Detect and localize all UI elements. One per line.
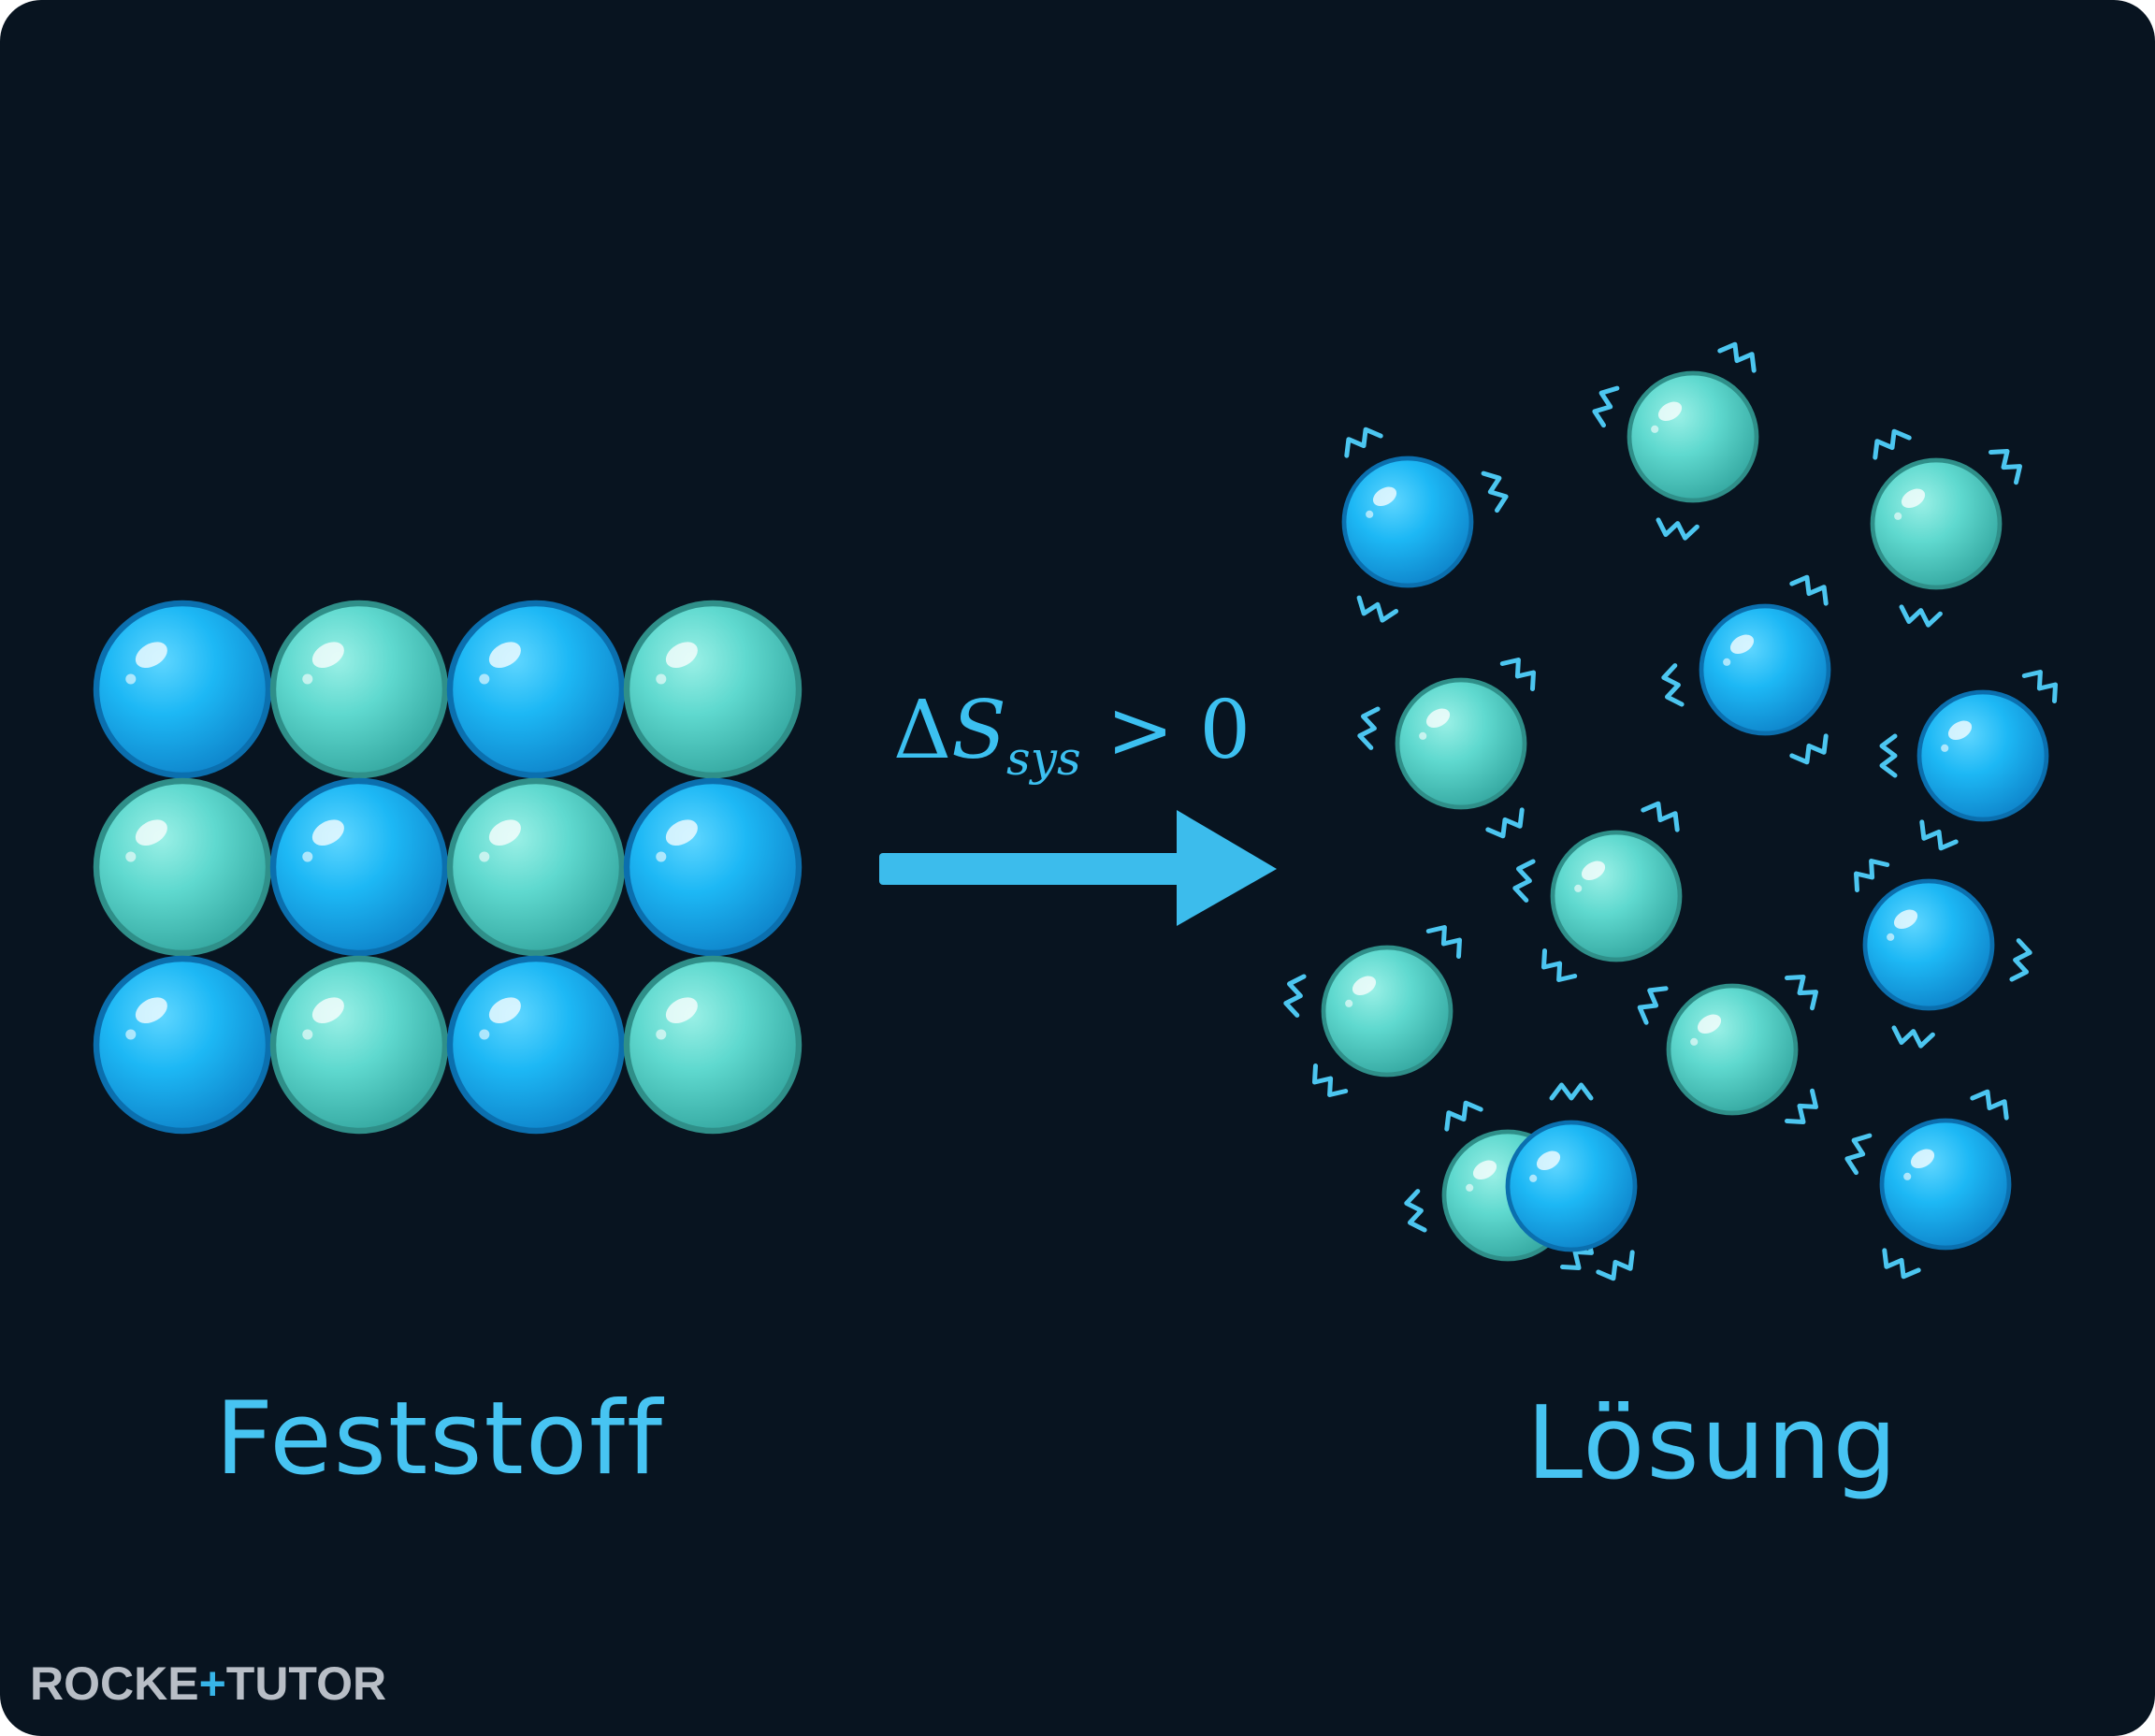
vibration-mark <box>1854 859 1890 892</box>
vibration-mark <box>1789 574 1829 606</box>
solution-particle <box>1505 1082 1638 1281</box>
lattice-particle <box>93 955 272 1135</box>
logo-text-part1: ROCKE <box>30 1657 199 1710</box>
solid-lattice <box>93 600 803 1135</box>
solution-particle <box>1357 658 1536 839</box>
arrow-shaft <box>879 853 1197 885</box>
vibration-mark <box>1879 733 1898 778</box>
vibration-mark <box>1637 986 1669 1025</box>
vibration-mark <box>1344 427 1383 458</box>
vibration-mark <box>1873 428 1912 460</box>
vibration-mark <box>2009 938 2032 982</box>
entropy-variable: S <box>951 684 1007 777</box>
vibration-mark <box>1499 658 1536 691</box>
logo-plus: + <box>198 1657 226 1710</box>
delta-symbol: Δ <box>893 684 952 777</box>
lattice-particle <box>93 600 272 779</box>
vibration-mark <box>1312 1063 1349 1097</box>
vibration-mark <box>1899 604 1943 628</box>
solution-particle <box>1592 341 1759 541</box>
vibration-mark <box>1356 595 1399 623</box>
solution-particles <box>1283 341 2058 1281</box>
solution-particle <box>1661 574 1831 765</box>
vibration-mark <box>1549 1082 1594 1101</box>
vibration-mark <box>1970 1089 2009 1121</box>
vibration-mark <box>1425 925 1462 959</box>
relation-text: > 0 <box>1106 684 1251 777</box>
solution-particle <box>1870 428 2022 628</box>
logo-text-part3: R <box>352 1657 387 1710</box>
vibration-mark <box>2021 670 2058 703</box>
lattice-particle <box>269 955 449 1135</box>
lattice-particle <box>623 777 803 957</box>
vibration-mark <box>1919 819 1959 851</box>
solution-label: Lösung <box>1526 1385 1900 1502</box>
vibration-mark <box>1596 1250 1635 1281</box>
vibration-mark <box>1512 859 1536 903</box>
vibration-mark <box>1989 449 2022 485</box>
lattice-particle <box>269 600 449 779</box>
lattice-particle <box>446 600 626 779</box>
solution-particle <box>1637 975 1818 1124</box>
vibration-mark <box>1717 341 1757 373</box>
vibration-mark <box>1481 470 1509 514</box>
lattice-particle <box>446 955 626 1135</box>
vibration-mark <box>1357 706 1381 750</box>
vibration-mark <box>1882 1248 1921 1280</box>
lattice-particle <box>446 777 626 957</box>
vibration-mark <box>1785 975 1818 1011</box>
vibration-mark <box>1661 663 1685 707</box>
arrow-head <box>1177 810 1277 926</box>
solution-particle <box>1844 1089 2012 1280</box>
vibration-mark <box>1656 517 1699 541</box>
entropy-formula: ΔSsys > 0 <box>893 690 1251 782</box>
solution-particle <box>1854 859 2032 1049</box>
lattice-particle <box>93 777 272 957</box>
process-arrow <box>879 810 1277 926</box>
solid-label: Feststoff <box>215 1381 665 1497</box>
vibration-mark <box>1541 948 1578 982</box>
solution-particle <box>1283 925 1462 1097</box>
brand-logo: ROCKE+TUTOR <box>30 1660 386 1707</box>
vibration-mark <box>1404 1189 1427 1233</box>
solution-particle <box>1879 670 2058 851</box>
lattice-particle <box>623 955 803 1135</box>
vibration-mark <box>1785 1088 1818 1124</box>
vibration-mark <box>1485 807 1525 839</box>
solution-particle <box>1341 427 1509 623</box>
vibration-mark <box>1789 733 1829 765</box>
solution-particle <box>1512 801 1683 982</box>
vibration-mark <box>1592 385 1620 428</box>
vibration-mark <box>1444 1100 1483 1132</box>
vibration-mark <box>1844 1133 1873 1176</box>
lattice-particle <box>269 777 449 957</box>
vibration-mark <box>1891 1025 1935 1049</box>
vibration-mark <box>1641 801 1680 832</box>
vibration-mark <box>1283 974 1307 1018</box>
lattice-particle <box>623 600 803 779</box>
system-subscript: sys <box>1006 731 1081 786</box>
logo-text-part2: TUTO <box>225 1657 353 1710</box>
